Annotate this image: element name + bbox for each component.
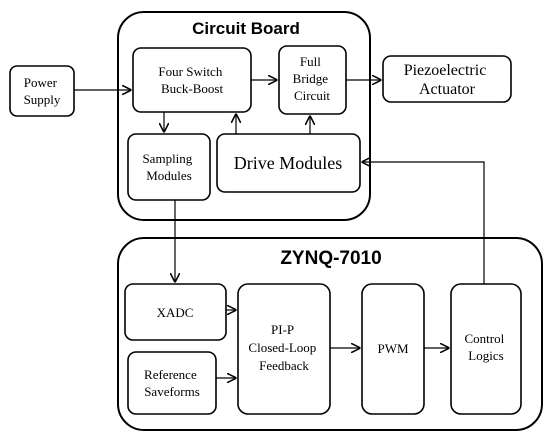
edge-control-to-drive [362,162,485,284]
svg-text:PI-P Closed-Loop F: PI-P Closed-Loop Feedback [248,322,319,373]
node-power-supply-line-1: Power [24,75,58,90]
svg-text:Four Switch Buck-Boost: Four Switch Buck-Boost [158,64,225,96]
node-reference-line-1: Reference [144,367,197,382]
node-pi-p-line-3: Feedback [259,358,309,373]
node-sampling-line-1: Sampling [142,151,192,166]
svg-text:Reference Saveforms: Reference Saveforms [144,367,200,399]
node-drive: Drive Modules [216,133,361,193]
node-power-supply-line-2: Supply [24,92,61,107]
node-reference: Reference Saveforms [127,351,217,415]
node-full-bridge: Full Bridge Circuit [278,45,347,115]
node-sampling-line-2: Modules [146,168,192,183]
node-xadc: XADC [124,283,227,341]
node-pi-p: PI-P Closed-Loop Feedback [237,283,331,415]
node-piezo-line-2: Actuator [419,81,476,98]
svg-text:XADC: XADC [157,305,194,320]
node-pwm-line-1: PWM [377,341,409,356]
svg-text:Sampling Modules: Sampling Modules [142,151,195,183]
node-xadc-line-1: XADC [157,305,194,320]
svg-text:Drive Modules: Drive Modules [234,153,342,173]
node-control-line-1: Control [465,331,505,346]
connectors [74,80,485,378]
svg-text:Piezoelectric Actuator: Piezoelectric Actuator [404,62,491,98]
node-buck-boost: Four Switch Buck-Boost [132,47,252,113]
node-power-supply: Power Supply [9,65,75,117]
node-pi-p-line-1: PI-P [271,322,294,337]
node-reference-line-2: Saveforms [144,384,200,399]
circuit-board-title: Circuit Board [192,19,300,38]
node-buck-boost-line-1: Four Switch [158,64,222,79]
svg-text:Full Bridge Circui: Full Bridge Circuit [293,54,332,103]
zynq-title: ZYNQ-7010 [280,248,381,269]
node-full-bridge-line-1: Full [300,54,321,69]
node-drive-line-1: Drive Modules [234,153,342,173]
node-pi-p-line-2: Closed-Loop [248,340,316,355]
node-sampling: Sampling Modules [127,133,211,201]
svg-text:PWM: PWM [377,341,409,356]
node-full-bridge-line-3: Circuit [294,88,330,103]
svg-text:Power Supply: Power Supply [24,75,61,107]
node-piezo-line-1: Piezoelectric [404,62,487,79]
node-full-bridge-line-2: Bridge [293,71,329,86]
node-piezo: Piezoelectric Actuator [382,55,512,103]
node-control-line-2: Logics [468,348,503,363]
node-buck-boost-line-2: Buck-Boost [161,81,224,96]
node-pwm: PWM [361,283,425,415]
svg-text:Control Logics: Control Logics [465,331,508,363]
node-control: Control Logics [450,283,522,415]
